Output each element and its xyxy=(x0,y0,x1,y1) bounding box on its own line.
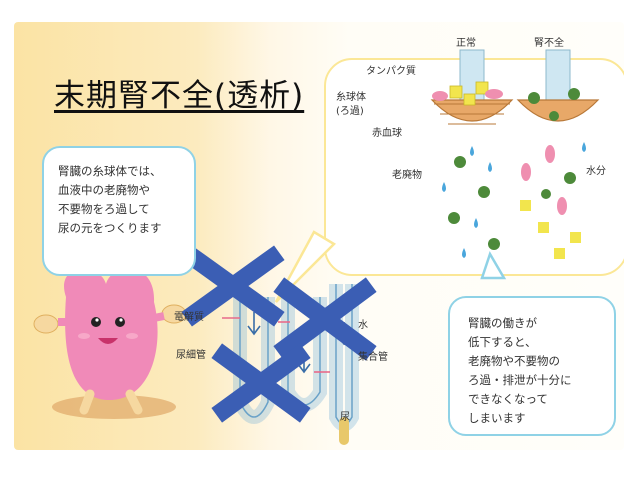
bubble-line: 不要物をろ過して xyxy=(58,202,150,216)
glomerulus-explanation-bubble: 腎臓の糸球体では、 血液中の老廃物や 不要物をろ過して 尿の元をつくります xyxy=(42,146,196,276)
bubble-line: 腎臓の働きが xyxy=(468,316,537,330)
failure-explanation-bubble: 腎臓の働きが 低下すると、 老廃物や不要物の ろ過・排泄が十分に できなくなって… xyxy=(448,296,616,436)
failure-label: 腎不全 xyxy=(534,38,564,49)
cross-mark-3 xyxy=(211,343,311,423)
tubule-label: 尿細管 xyxy=(176,350,206,361)
failure-filter xyxy=(516,49,600,259)
slide-panel: 末期腎不全(透析) 腎臓の糸球体では、 血液中の老廃物や 不要物をろ過して 尿の… xyxy=(14,22,624,450)
kidney-character xyxy=(33,268,187,419)
normal-filter xyxy=(430,49,514,258)
cross-mark-2 xyxy=(273,277,377,361)
bubble-line: 血液中の老廃物や xyxy=(58,183,150,197)
electrolyte-label: 電解質 xyxy=(174,312,204,323)
rbc-label: 赤血球 xyxy=(372,128,402,139)
bubble-line: ろ過・排泄が十分に xyxy=(468,373,572,387)
glomerulus-sub-label: (ろ過) xyxy=(336,106,364,117)
bubble-line: 老廃物や不要物の xyxy=(468,354,560,368)
slide-title: 末期腎不全(透析) xyxy=(54,78,305,114)
bubble-line: できなくなって xyxy=(468,392,548,406)
normal-label: 正常 xyxy=(456,38,476,49)
bubble-line: 尿の元をつくります xyxy=(58,221,162,235)
water-label: 水分 xyxy=(586,166,606,177)
tubule-water-label: 水 xyxy=(358,320,368,331)
bubble-line: しまいます xyxy=(468,411,526,425)
cross-marks xyxy=(181,245,377,423)
collecting-duct-label: 集合管 xyxy=(358,352,388,363)
bubble-line: 腎臓の糸球体では、 xyxy=(58,164,162,178)
bubble-line: 低下すると、 xyxy=(468,335,537,349)
urine-label: 尿 xyxy=(340,412,350,423)
glomerulus-label: 糸球体 xyxy=(336,92,366,103)
right-bubble-tail xyxy=(480,250,507,280)
cross-mark-1 xyxy=(181,245,285,327)
waste-label: 老廃物 xyxy=(392,170,422,181)
protein-label: タンパク質 xyxy=(366,66,416,77)
illustration-canvas xyxy=(33,49,600,445)
